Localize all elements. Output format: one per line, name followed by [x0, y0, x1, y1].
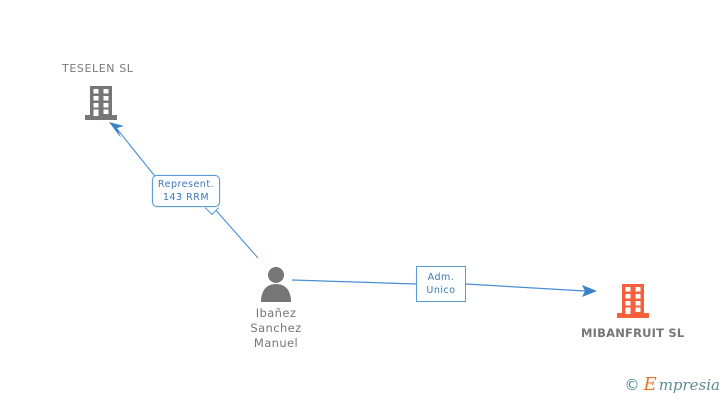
edge-person-to-represent-box: [212, 206, 259, 259]
node-person-label: Ibañez Sanchez Manuel: [228, 306, 324, 351]
node-person-label-line2: Sanchez: [250, 321, 302, 335]
node-person-label-line1: Ibañez: [255, 306, 297, 320]
edge-adm-box-to-mibanfruit: [465, 283, 586, 292]
node-teselen-label: TESELEN SL: [62, 62, 134, 75]
relation-label-adm-unico[interactable]: Adm. Unico: [416, 266, 466, 302]
brand-initial: E: [643, 374, 657, 395]
relation-adm-line2: Unico: [426, 285, 456, 296]
node-mibanfruit-label: MIBANFRUIT SL: [581, 326, 685, 340]
edge-represent-box-to-teselen: [116, 128, 159, 181]
person-icon: [260, 266, 292, 306]
relation-represent-line2: 143 RRM: [162, 192, 210, 203]
building-icon: [615, 282, 651, 324]
edge-person-to-adm-box: [291, 279, 417, 285]
relation-adm-line1: Adm.: [427, 272, 455, 283]
node-person-label-line3: Manuel: [253, 336, 299, 350]
building-icon: [83, 84, 119, 126]
brand-name: mpresia: [658, 375, 720, 394]
relation-represent-line1: Represent.: [157, 179, 215, 190]
empresia-watermark: © E mpresia: [625, 376, 720, 394]
relation-label-represent[interactable]: Represent. 143 RRM: [152, 175, 220, 207]
arrow-right-icon: [582, 285, 597, 297]
copyright-icon: ©: [624, 375, 640, 394]
